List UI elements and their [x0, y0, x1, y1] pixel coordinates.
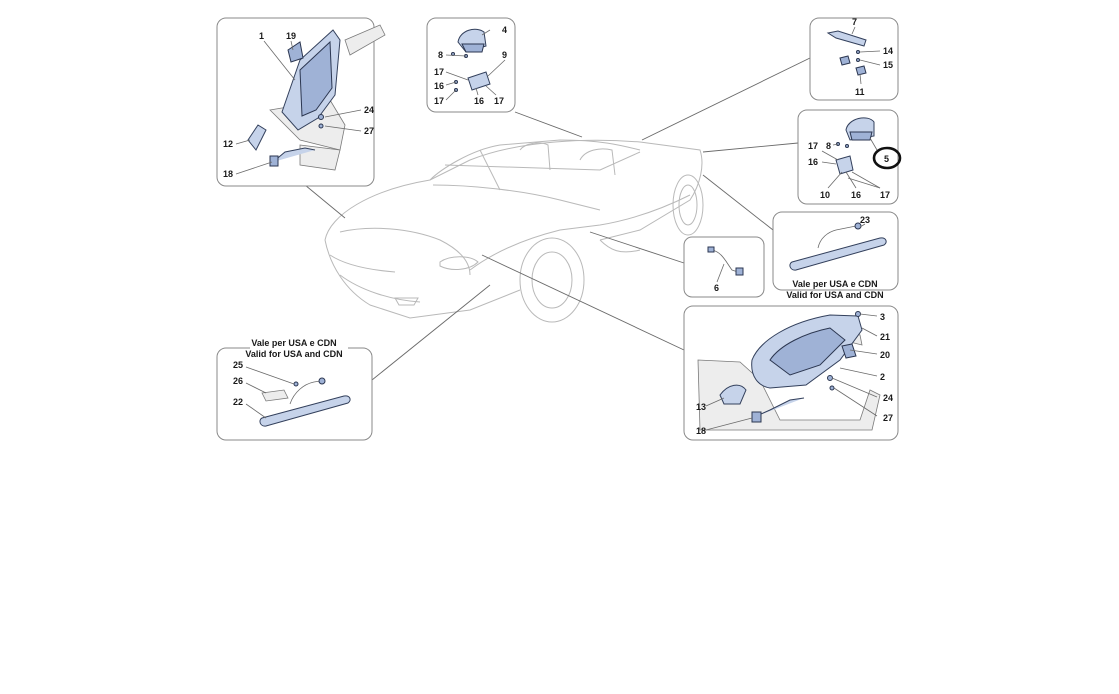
label-10: 10	[820, 190, 830, 200]
label-16: 16	[474, 96, 484, 106]
label-22: 22	[233, 397, 243, 407]
highlight-circle-5	[872, 146, 902, 170]
label-8: 8	[438, 50, 443, 60]
label-17: 17	[880, 190, 890, 200]
label-18: 18	[223, 169, 233, 179]
box-top-right: 7 14 15 11	[809, 17, 899, 101]
label-16: 16	[851, 190, 861, 200]
note-usa-en: Valid for USA and CDN	[786, 290, 883, 300]
label-18: 18	[696, 426, 706, 436]
label-8: 8	[826, 141, 831, 151]
label-19: 19	[286, 31, 296, 41]
box-right-headlight: 3 21 20 2 24 27 13 18	[683, 305, 899, 441]
label-15: 15	[883, 60, 893, 70]
label-20: 20	[880, 350, 890, 360]
label-2: 2	[880, 372, 885, 382]
label-17: 17	[808, 141, 818, 151]
note-usa-it-left: Vale per USA e CDN	[251, 338, 336, 348]
label-17: 17	[434, 96, 444, 106]
box-side-marker-22: Vale per USA e CDN Valid for USA and CDN…	[216, 338, 373, 441]
note-usa-en-left: Valid for USA and CDN	[245, 349, 342, 359]
label-25: 25	[233, 360, 243, 370]
label-3: 3	[880, 312, 885, 322]
car-outline	[324, 139, 704, 323]
box-cable-6: 6	[683, 236, 765, 298]
label-12: 12	[223, 139, 233, 149]
label-6: 6	[714, 283, 719, 293]
label-7: 7	[852, 17, 857, 27]
label-17: 17	[494, 96, 504, 106]
box-side-marker-23: 23 Vale per USA e CDN Valid for USA and …	[772, 211, 899, 300]
label-24: 24	[364, 105, 374, 115]
label-27: 27	[364, 126, 374, 136]
box-top-center: 4 8 9 17 16 17 16 17	[426, 17, 516, 113]
label-9: 9	[502, 50, 507, 60]
label-5: 5	[884, 154, 889, 164]
note-usa-it: Vale per USA e CDN	[792, 279, 877, 289]
label-27: 27	[883, 413, 893, 423]
label-4: 4	[502, 25, 507, 35]
label-11: 11	[855, 87, 865, 97]
label-21: 21	[880, 332, 890, 342]
label-16: 16	[808, 157, 818, 167]
box-left-headlight: 1 19 12 18 24 27	[216, 17, 386, 187]
label-1: 1	[259, 31, 264, 41]
label-16: 16	[434, 81, 444, 91]
label-24: 24	[883, 393, 893, 403]
callout-lines	[304, 57, 811, 381]
label-13: 13	[696, 402, 706, 412]
label-17: 17	[434, 67, 444, 77]
label-14: 14	[883, 46, 893, 56]
box-right-part5: 5 17 8 16 10 16 17	[797, 109, 902, 205]
label-23: 23	[860, 215, 870, 225]
label-26: 26	[233, 376, 243, 386]
